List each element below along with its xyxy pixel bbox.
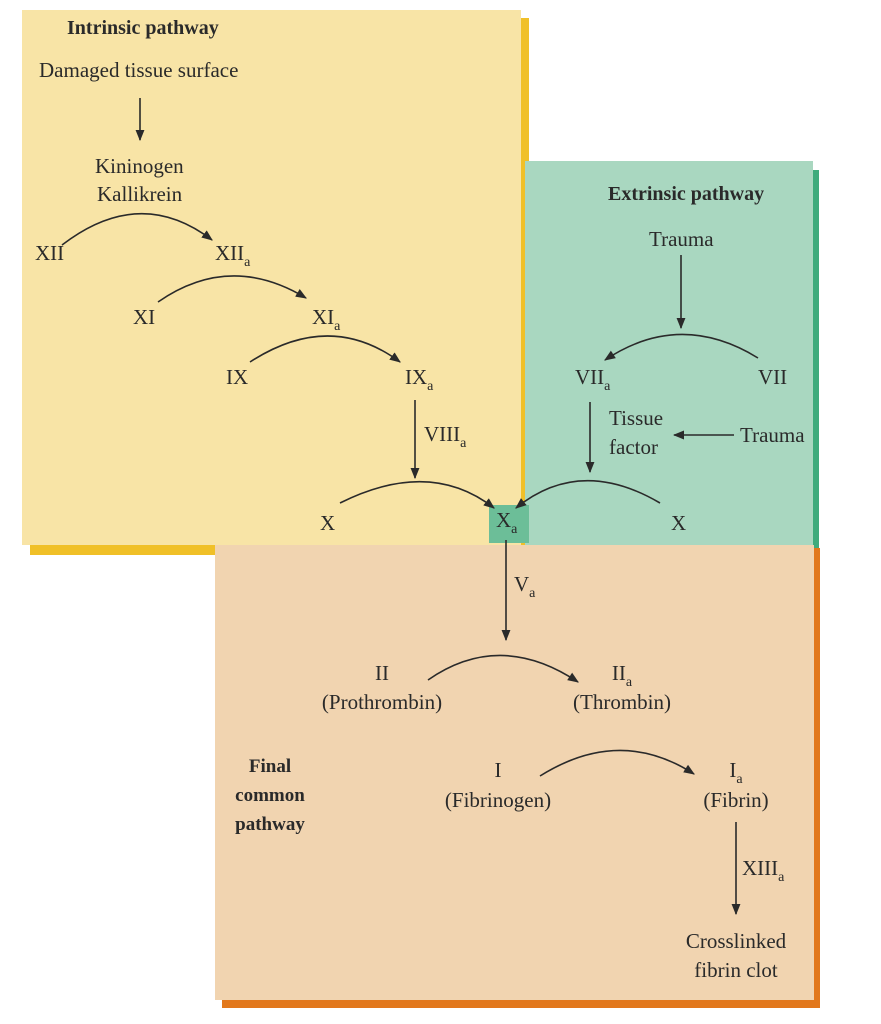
factor-xa-text: X xyxy=(496,508,512,532)
factor-xiia-text: XII xyxy=(215,241,245,265)
factor-xiiia-subscript: a xyxy=(778,870,785,885)
factor-viiia-label: VIIIa xyxy=(424,422,466,451)
factor-xa-subscript: a xyxy=(511,522,518,537)
intrinsic-factor-x-label: X xyxy=(320,511,336,535)
factor-iia-text: II xyxy=(611,661,626,685)
factor-iia-label: IIa xyxy=(562,661,682,690)
factor-viiia-subscript: a xyxy=(460,436,467,451)
damaged-tissue-surface-label: Damaged tissue surface xyxy=(39,58,239,82)
factor-ia-label: Ia xyxy=(676,758,796,787)
arrow-vii-to-viia xyxy=(604,333,759,361)
common-title-line3: pathway xyxy=(235,814,305,835)
arrow-i-to-ia xyxy=(539,749,695,777)
factor-viia-subscript: a xyxy=(604,379,611,394)
extrinsic-factor-x-label: X xyxy=(671,511,687,535)
arrow-xi-to-xia xyxy=(157,275,307,303)
factor-xiia-subscript: a xyxy=(244,255,251,270)
kininogen-label: Kininogen xyxy=(95,154,184,178)
factor-ixa-subscript: a xyxy=(427,379,434,394)
kallikrein-label: Kallikrein xyxy=(97,182,183,206)
arrow-extrinsic-x-to-xa xyxy=(515,479,661,509)
arrow-xii-to-xiia xyxy=(61,212,213,246)
fibrin-clot-label: fibrin clot xyxy=(694,958,778,982)
factor-vii-label: VII xyxy=(758,365,788,389)
common-title-line2: common xyxy=(235,785,305,806)
arrow-ix-to-ixa xyxy=(249,335,401,363)
factor-va-text: V xyxy=(514,572,530,596)
factor-xia-text: XI xyxy=(312,305,335,329)
common-panel xyxy=(215,545,814,1000)
factor-viia-text: VII xyxy=(575,365,605,389)
intrinsic-panel xyxy=(22,10,521,545)
common-title-line1: Final xyxy=(248,756,292,777)
thrombin-label: (Thrombin) xyxy=(573,690,671,714)
factor-ixa-text: IX xyxy=(405,365,428,389)
factor-xa-label: Xa xyxy=(496,508,517,537)
factor-ia-subscript: a xyxy=(736,772,743,787)
arrow-ii-to-iia xyxy=(427,654,579,683)
trauma-side-label: Trauma xyxy=(740,423,805,447)
factor-ia-text: I xyxy=(729,758,737,782)
crosslinked-label: Crosslinked xyxy=(685,929,787,953)
factor-xi-label: XI xyxy=(133,305,156,329)
factor-viia-label: VIIa xyxy=(575,365,610,394)
fibrinogen-label: (Fibrinogen) xyxy=(444,788,552,812)
factor-ii-label: II xyxy=(375,661,389,685)
extrinsic-title: Extrinsic pathway xyxy=(608,183,765,205)
factor-viiia-text: VIII xyxy=(424,422,461,446)
trauma-top-label: Trauma xyxy=(649,227,714,251)
factor-iia-subscript: a xyxy=(625,675,633,690)
factor-va-label: Va xyxy=(514,572,535,601)
factor-xia-subscript: a xyxy=(334,319,341,334)
tissue-factor-line2: factor xyxy=(609,435,658,459)
factor-xii-label: XII xyxy=(35,241,65,265)
factor-xiiia-text: XIII xyxy=(742,856,779,880)
factor-i-label: I xyxy=(494,758,502,782)
tissue-factor-line1: Tissue xyxy=(609,406,664,430)
arrow-intrinsic-x-to-xa xyxy=(339,480,495,509)
factor-ixa-label: IXa xyxy=(405,365,433,394)
prothrombin-label: (Prothrombin) xyxy=(321,690,443,714)
intrinsic-title: Intrinsic pathway xyxy=(67,17,219,39)
factor-xiia-label: XIIa xyxy=(215,241,250,270)
factor-xia-label: XIa xyxy=(312,305,340,334)
xa-junction-box xyxy=(489,505,529,543)
factor-xiiia-label: XIIIa xyxy=(742,856,784,885)
fibrin-label: (Fibrin) xyxy=(703,788,769,812)
factor-ix-label: IX xyxy=(226,365,249,389)
factor-va-subscript: a xyxy=(529,586,536,601)
